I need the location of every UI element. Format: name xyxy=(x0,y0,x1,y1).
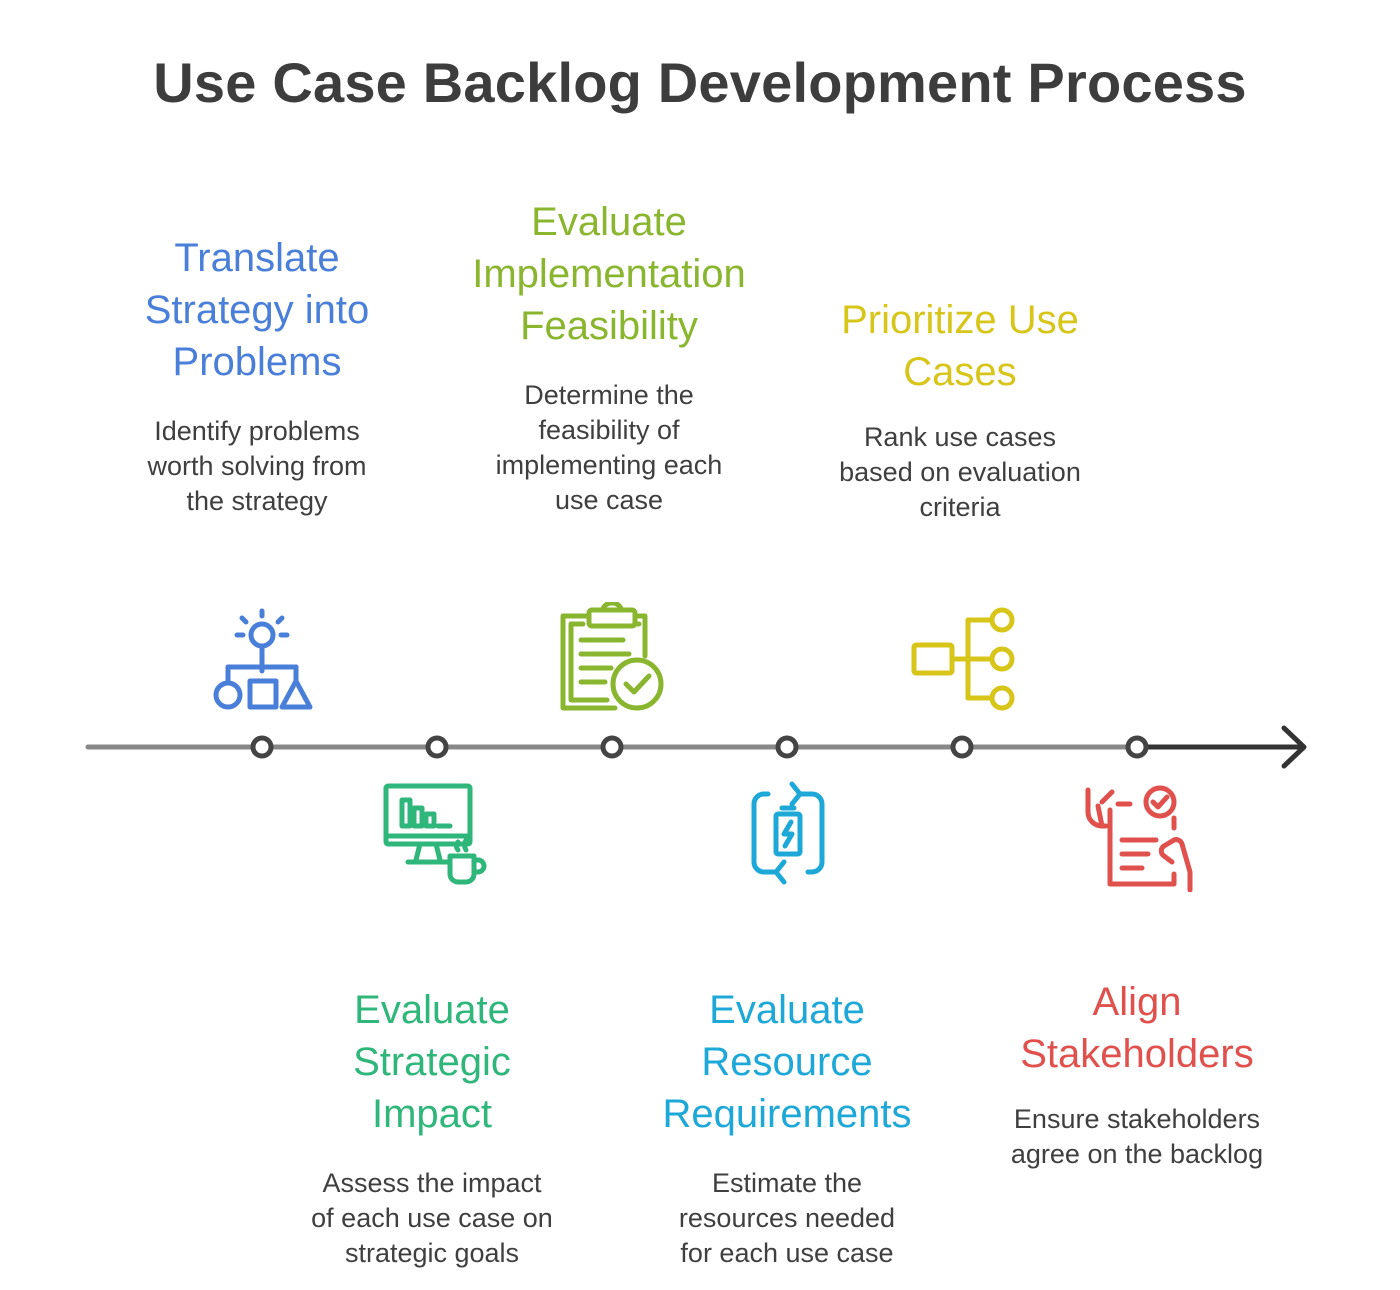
step-desc-line: the strategy xyxy=(186,486,328,516)
step-desc-line: use case xyxy=(554,485,664,515)
step-translate-strategy: Translate Strategy into Problems Identif… xyxy=(97,232,417,519)
monitor-chart-coffee-icon xyxy=(383,783,487,885)
timeline-node-1 xyxy=(250,735,274,759)
lightbulb-hierarchy-icon xyxy=(213,608,313,710)
step-desc-line: Determine the xyxy=(524,380,694,410)
step-description: Ensure stakeholders agree on the backlog xyxy=(977,1102,1297,1172)
timeline-node-5 xyxy=(950,735,974,759)
step-align-stakeholders: Align Stakeholders Ensure stakeholders a… xyxy=(977,976,1297,1172)
step-description: Determine the feasibility of implementin… xyxy=(449,378,769,518)
step-desc-line: Estimate the xyxy=(711,1168,863,1198)
tree-hierarchy-icon xyxy=(911,607,1015,711)
step-title-line: Impact xyxy=(371,1092,493,1136)
hand-checklist-icon xyxy=(1085,785,1193,892)
timeline-node-2 xyxy=(425,735,449,759)
battery-refresh-icon xyxy=(751,781,825,885)
step-evaluate-feasibility: Evaluate Implementation Feasibility Dete… xyxy=(449,196,769,518)
page-title: Use Case Backlog Development Process xyxy=(153,51,1247,114)
step-desc-line: based on evaluation xyxy=(839,457,1081,487)
step-prioritize-use-cases: Prioritize Use Cases Rank use cases base… xyxy=(800,294,1120,525)
step-desc-line: Assess the impact xyxy=(322,1168,542,1198)
step-description: Rank use cases based on evaluation crite… xyxy=(800,420,1120,525)
step-description: Assess the impact of each use case on st… xyxy=(272,1166,592,1271)
step-title-line: Requirements xyxy=(662,1092,912,1136)
step-desc-line: strategic goals xyxy=(344,1238,520,1268)
timeline-node-3 xyxy=(600,735,624,759)
step-title-line: Evaluate xyxy=(354,988,510,1032)
step-title-line: Align xyxy=(1092,980,1182,1024)
step-description: Identify problems worth solving from the… xyxy=(97,414,417,519)
step-desc-line: Ensure stakeholders xyxy=(1013,1104,1261,1134)
step-desc-line: criteria xyxy=(919,492,1001,522)
step-title-line: Strategic xyxy=(353,1040,511,1084)
step-title-line: Evaluate xyxy=(531,200,687,244)
step-title-line: Strategy into xyxy=(144,288,370,332)
step-desc-line: feasibility of xyxy=(538,415,680,445)
timeline-node-6 xyxy=(1125,735,1149,759)
step-desc-line: agree on the backlog xyxy=(1010,1139,1264,1169)
step-desc-line: worth solving from xyxy=(147,451,367,481)
step-desc-line: of each use case on xyxy=(311,1203,553,1233)
step-title: Evaluate Implementation Feasibility xyxy=(449,196,769,352)
timeline-arrowhead xyxy=(1281,725,1307,769)
timeline-node-4 xyxy=(775,735,799,759)
step-title-line: Prioritize Use xyxy=(841,298,1079,342)
step-title-line: Cases xyxy=(903,350,1017,394)
step-description: Estimate the resources needed for each u… xyxy=(627,1166,947,1271)
step-evaluate-strategic-impact: Evaluate Strategic Impact Assess the imp… xyxy=(272,984,592,1271)
step-title-line: Evaluate xyxy=(709,988,865,1032)
step-title: Evaluate Strategic Impact xyxy=(272,984,592,1140)
step-title: Translate Strategy into Problems xyxy=(97,232,417,388)
step-desc-line: implementing each xyxy=(495,450,723,480)
step-title-line: Implementation xyxy=(472,252,746,296)
step-title-line: Feasibility xyxy=(520,304,698,348)
step-desc-line: Identify problems xyxy=(154,416,360,446)
step-title: Prioritize Use Cases xyxy=(800,294,1120,398)
step-desc-line: for each use case xyxy=(680,1238,894,1268)
step-evaluate-resources: Evaluate Resource Requirements Estimate … xyxy=(627,984,947,1271)
step-desc-line: resources needed xyxy=(678,1203,896,1233)
step-desc-line: Rank use cases xyxy=(863,422,1057,452)
step-title-line: Resource xyxy=(701,1040,873,1084)
clipboard-check-icon xyxy=(560,602,664,711)
step-title: Evaluate Resource Requirements xyxy=(627,984,947,1140)
step-title: Align Stakeholders xyxy=(977,976,1297,1080)
step-title-line: Translate xyxy=(174,236,340,280)
step-title-line: Problems xyxy=(172,340,342,384)
step-title-line: Stakeholders xyxy=(1020,1032,1254,1076)
